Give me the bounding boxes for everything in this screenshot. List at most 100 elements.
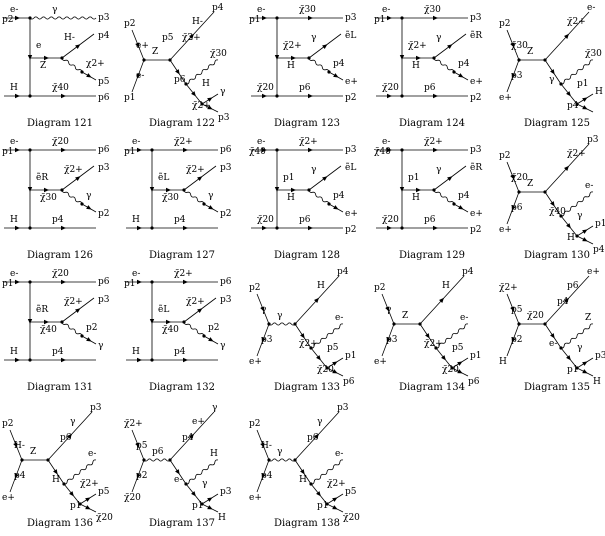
particle-label: χ̃2+: [499, 282, 518, 293]
branch-up-arrow: [447, 176, 453, 181]
out-b-arrow: [332, 505, 338, 510]
e-plus-line-arrow: [13, 442, 18, 448]
t-channel-line-arrow: [27, 187, 33, 192]
bottom-line-arrow: [433, 93, 438, 99]
particle-label: Z: [527, 47, 533, 57]
lower-line-arrow: [175, 469, 180, 475]
incoming-bottom-arrow: [15, 93, 20, 99]
particle-label: p2: [2, 15, 14, 25]
bottom-line-arrow: [308, 93, 313, 99]
particle-label: e-: [382, 5, 390, 15]
branch-photon: [433, 57, 455, 73]
lower-line-arrow: [425, 333, 430, 339]
particle-label: χ̃30: [424, 4, 441, 15]
out-b-arrow: [582, 369, 588, 374]
out-a-arrow: [207, 97, 213, 102]
e-minus-line-arrow: [386, 337, 391, 343]
particle-label: H: [567, 233, 575, 243]
lower-line-arrow: [175, 69, 180, 75]
particle-label: p1: [70, 501, 82, 511]
out-a-arrow: [207, 497, 213, 502]
out-b-arrow: [332, 369, 338, 374]
particle-label: p5: [98, 77, 110, 87]
diagram-caption: Diagram 128: [274, 250, 340, 261]
particle-label: e+: [499, 225, 512, 235]
out-b-arrow: [85, 505, 91, 510]
particle-label: p1: [2, 147, 14, 157]
particle-label: p3: [98, 163, 110, 173]
particle-label: p6: [424, 83, 436, 93]
particle-label: γ: [212, 403, 217, 413]
particle-label: χ̃2+: [299, 136, 318, 147]
incoming-top-arrow: [262, 15, 267, 21]
incoming-bottom-arrow: [137, 225, 142, 231]
particle-label: p2: [499, 19, 511, 29]
particle-label: χ̃2+: [182, 32, 201, 43]
top-line-arrow: [61, 147, 66, 153]
particle-label: p2: [345, 93, 357, 103]
particle-label: p2: [2, 419, 14, 429]
particle-label: p4: [458, 191, 470, 201]
upper-out-line-arrow: [314, 433, 320, 439]
e-plus-line-arrow: [135, 442, 140, 448]
particle-label: p3: [98, 295, 110, 305]
particle-label: χ̃20: [527, 310, 544, 321]
particle-label: H: [132, 215, 140, 225]
top-line-arrow: [433, 15, 438, 21]
particle-label: p4: [593, 245, 605, 255]
e-minus-line-arrow: [511, 205, 516, 211]
particle-label: γ: [277, 447, 282, 457]
photon-line: [185, 459, 219, 485]
particle-label: H: [132, 347, 140, 357]
out-a-arrow: [85, 497, 91, 502]
particle-label: p3: [587, 135, 599, 145]
branch-h-arrow: [333, 73, 339, 78]
particle-label: e+: [587, 267, 600, 277]
particle-label: e-: [10, 5, 18, 15]
particle-label: e-: [460, 313, 468, 323]
diagram-caption: Diagram 123: [274, 118, 340, 129]
particle-label: p4: [567, 101, 579, 111]
top-line-arrow: [433, 147, 438, 153]
branch-photon: [308, 189, 330, 205]
particle-label: p1: [249, 15, 261, 25]
particle-label: p4: [458, 59, 470, 69]
particle-label: p6: [98, 93, 110, 103]
particle-label: p1: [374, 15, 386, 25]
particle-label: γ: [277, 311, 282, 321]
particle-label: γ: [436, 165, 441, 175]
particle-label: p2: [220, 209, 232, 219]
branch-h-arrow: [86, 205, 92, 210]
particle-label: p4: [52, 347, 64, 357]
particle-label: γ: [52, 5, 57, 15]
e-minus-line-arrow: [136, 473, 141, 479]
particle-label: χ̃2+: [124, 418, 143, 429]
particle-label: e+: [249, 493, 262, 503]
e-minus-line-arrow: [136, 73, 141, 79]
particle-label: p2: [124, 19, 136, 29]
particle-label: χ̃20: [382, 214, 399, 225]
particle-label: p5: [327, 343, 339, 353]
particle-label: H: [10, 215, 18, 225]
particle-label: p2: [86, 323, 98, 333]
branch-up-arrow: [75, 176, 81, 181]
particle-label: H: [595, 87, 603, 97]
particle-label: p2: [345, 225, 357, 235]
particle-label: H: [10, 83, 18, 93]
particle-label: ẽR: [470, 162, 482, 173]
photon-line: [560, 191, 594, 217]
diagram-caption: Diagram 131: [27, 382, 93, 393]
particle-label: χ̃20: [257, 214, 274, 225]
particle-label: p6: [307, 433, 319, 443]
incoming-bottom-arrow: [15, 225, 20, 231]
out-a-arrow: [457, 361, 463, 366]
particle-label: γ: [98, 341, 103, 351]
lower-line-2-arrow: [316, 355, 321, 361]
t-channel-line-arrow: [27, 319, 33, 324]
incoming-bottom-arrow: [15, 357, 20, 363]
particle-label: p4: [98, 31, 110, 41]
